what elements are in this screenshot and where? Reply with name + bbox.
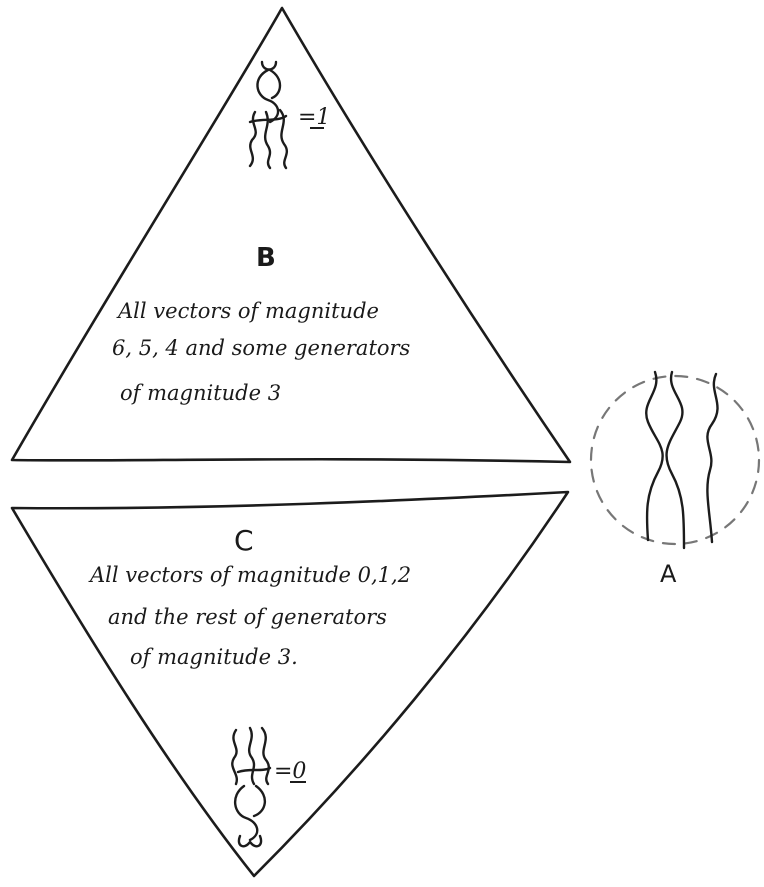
triangle-b: =1 B All vectors of magnitude 6, 5, 4 an… [10, 6, 572, 464]
triangle-c-outline [10, 490, 570, 878]
circle-a-outline [589, 374, 761, 546]
circle-a: A [589, 370, 761, 588]
triangle-b-outline [10, 6, 572, 464]
circle-a-strand-1 [645, 370, 664, 542]
link-diagram-0-icon [231, 726, 272, 848]
label-b: B [256, 243, 276, 273]
triangle-c-line-2: and the rest of generators [108, 605, 387, 629]
triangle-c-line-1: All vectors of magnitude 0,1,2 [88, 563, 411, 587]
triangle-b-line-3: of magnitude 3 [120, 381, 281, 405]
label-a: A [660, 560, 677, 588]
glyph-value-1: =1 [298, 105, 330, 130]
triangle-c: C All vectors of magnitude 0,1,2 and the… [10, 490, 570, 878]
circle-a-strand-2 [665, 370, 686, 550]
triangle-c-line-3: of magnitude 3. [130, 645, 298, 669]
circle-a-strand-3 [706, 372, 719, 544]
glyph-value-0: =0 [274, 759, 306, 784]
triangle-b-line-2: 6, 5, 4 and some generators [112, 336, 411, 360]
link-diagram-1-icon [248, 60, 289, 170]
triangle-b-line-1: All vectors of magnitude [116, 299, 379, 323]
label-c: C [234, 524, 254, 557]
